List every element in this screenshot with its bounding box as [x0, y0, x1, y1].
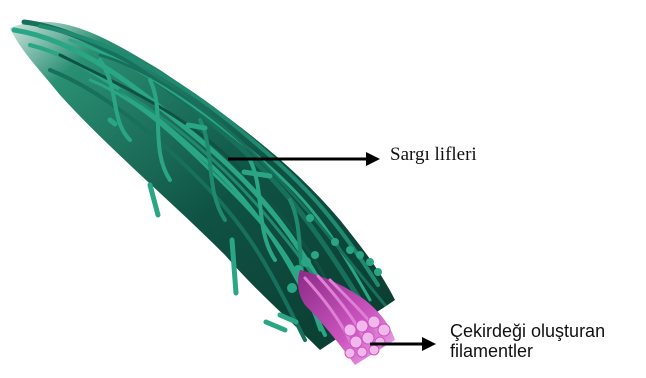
label-core-filaments: Çekirdeği oluşturan filamentler [450, 322, 605, 362]
label-wrapping-fibers: Sargı lifleri [390, 145, 477, 166]
label-core-filaments-line1: Çekirdeği oluşturan [450, 322, 605, 342]
label-core-filaments-line2: filamentler [450, 342, 605, 362]
